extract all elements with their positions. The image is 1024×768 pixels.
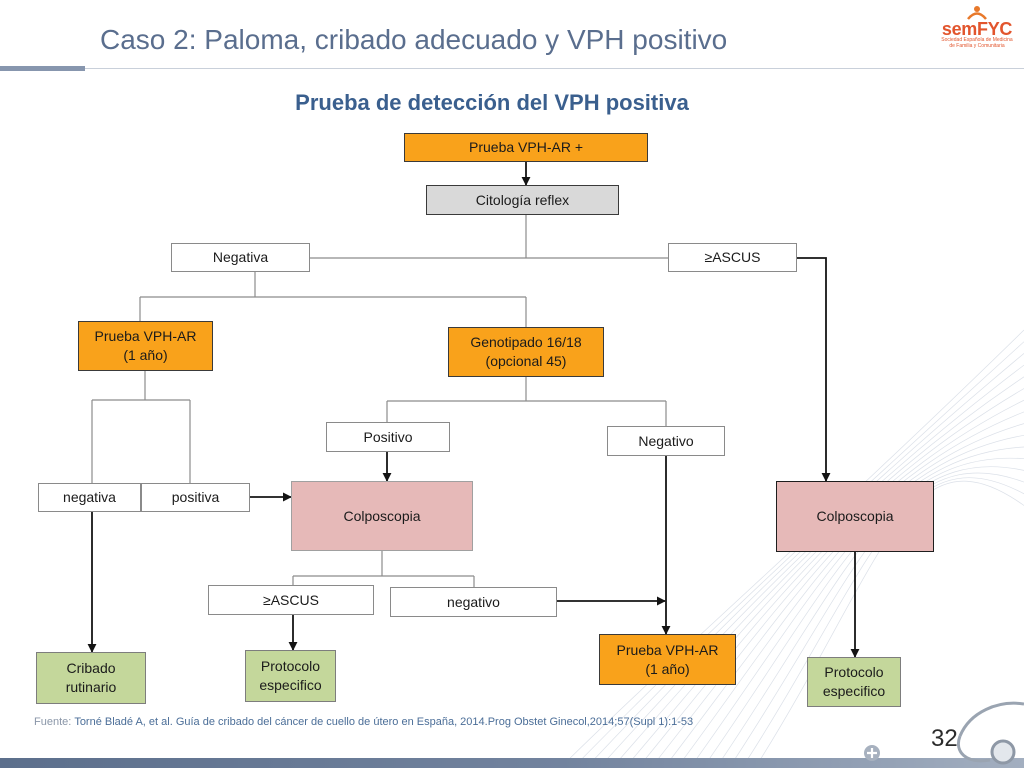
node-label: Citología reflex [475,191,570,208]
node-colposcopia-center: Colposcopia [291,481,473,551]
stethoscope-icon [957,701,1024,765]
background-wave-line [598,364,1024,768]
node-ascus-bottom: ≥ASCUS [208,585,374,615]
node-label-line2: (1 año) [645,660,690,677]
node-positiva-small: positiva [141,483,250,512]
node-cribado-rutinario: Cribado rutinario [36,652,146,704]
stethoscope-tube [958,701,1024,737]
logo-figure-arms [967,12,987,20]
node-prueba-vph-ar-1-ano-left: Prueba VPH-AR (1 año) [78,321,213,371]
node-label: Colposcopia [816,508,894,524]
node-label: positiva [171,489,220,505]
stethoscope-tube-lower [957,735,991,763]
node-label: Positivo [363,428,413,445]
node-label-line2: (1 año) [123,347,168,363]
logo-tagline-line: Sociedad Española de Medicina [941,37,1013,43]
background-wave-line [637,399,1024,768]
source-citation: Fuente:Torné Bladé A, et al. Guía de cri… [34,715,693,729]
page-number: 32 [931,725,958,752]
node-prueba-vph-ar-1-ano-right: Prueba VPH-AR (1 año) [599,634,736,685]
logo-name: semFYC [941,19,1013,39]
node-label-line2: especifico [259,677,322,693]
logo-figure-head [974,6,980,12]
title-accent-bar [0,66,85,71]
source-label: Fuente: [34,716,72,728]
node-label-line1: Prueba VPH-AR [94,328,197,344]
node-label-line2: (opcional 45) [485,353,567,369]
node-label-line1: Protocolo [824,664,884,680]
node-label-line1: Cribado [66,660,116,676]
node-negativa-small: negativa [38,483,141,512]
node-negativo: Negativo [607,426,725,456]
node-protocolo-especifico-center: Protocolo especifico [245,650,336,702]
slide-title: Caso 2: Paloma, cribado adecuado y VPH p… [100,24,728,55]
node-label: Negativo [638,432,694,449]
node-label: ≥ASCUS [263,591,319,608]
node-label: negativa [63,489,116,505]
node-label-line1: Prueba VPH-AR [616,641,719,658]
arrow-ascus-to-colposcopia-right [797,257,831,482]
logo-tagline-line: de Familia y Comunitaria [949,42,1005,49]
background-wave-line [585,353,1024,768]
plus-circle-cross [867,748,877,758]
node-positivo: Positivo [326,422,450,452]
node-label: Prueba VPH-AR + [469,139,583,155]
stethoscope-chestpiece [990,739,1016,765]
background-wave-line [611,376,1024,768]
plus-circle-icon [864,745,880,761]
background-wave-line [572,341,1024,768]
node-ascus-top: ≥ASCUS [668,243,797,272]
node-label: Colposcopia [343,507,421,524]
node-negativo-bottom: negativo [390,587,557,617]
bottom-bar [0,758,1024,768]
background-wave-line [559,329,1024,768]
node-label-line1: Protocolo [260,658,321,674]
node-label: ≥ASCUS [704,249,761,265]
node-label: negativo [447,593,500,610]
source-text: Torné Bladé A, et al. Guía de cribado de… [74,716,694,728]
node-negativa: Negativa [171,243,310,272]
node-prueba-vph-ar-positivo: Prueba VPH-AR + [404,133,648,162]
slide-subtitle: Prueba de detección del VPH positiva [295,90,689,115]
semfyc-logo: semFYC Sociedad Española de Medicina de … [936,5,1018,55]
node-label-line2: especifico [822,683,886,699]
background-wave-line [624,388,1024,768]
node-genotipado: Genotipado 16/18 (opcional 45) [448,327,604,377]
node-label-line2: rutinario [65,679,117,695]
node-colposcopia-right: Colposcopia [776,481,934,552]
node-label: Negativa [212,249,269,265]
semfyc-logo-icon [967,6,987,20]
title-divider-line [85,68,1024,69]
node-protocolo-especifico-right: Protocolo especifico [807,657,901,707]
node-label-line1: Genotipado 16/18 [470,334,582,350]
